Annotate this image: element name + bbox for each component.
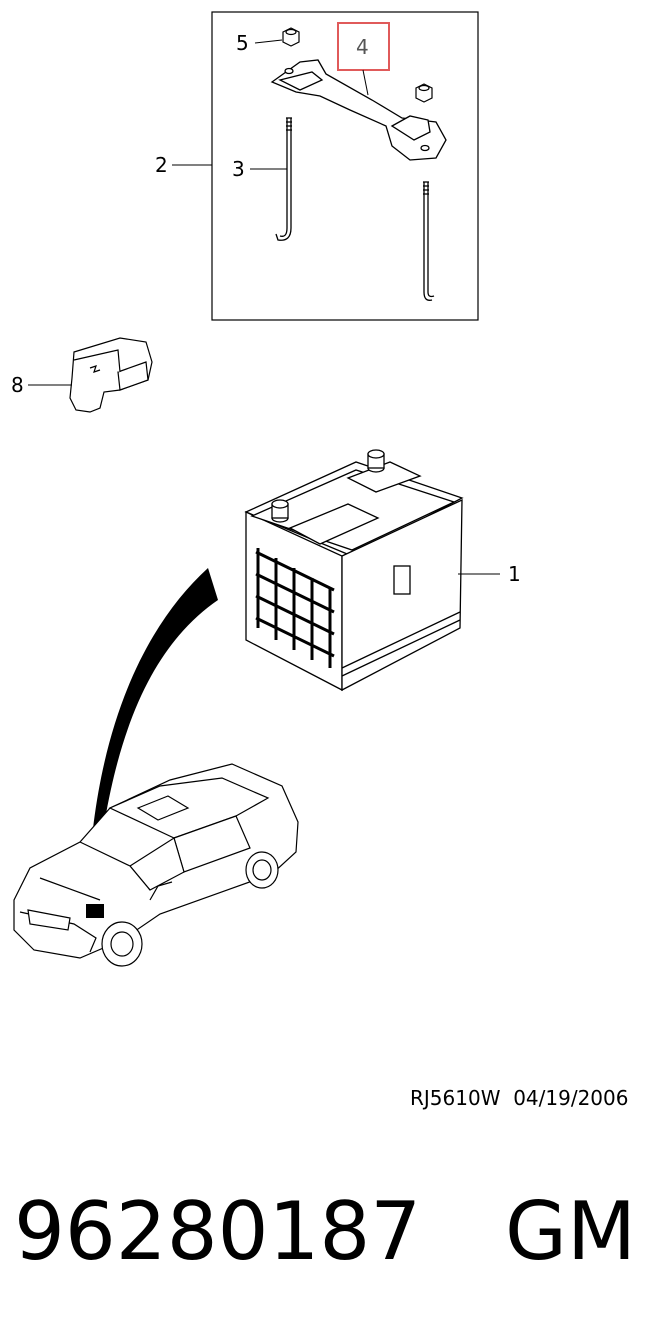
callout-4: 4: [356, 35, 369, 59]
j-bolt-right: [423, 181, 435, 301]
part-number: 96280187: [14, 1185, 422, 1278]
hold-down-bracket: [270, 59, 447, 161]
manufacturer-name: GM: [505, 1185, 637, 1278]
nut-icon: [415, 83, 433, 103]
callout-5: 5: [236, 31, 249, 55]
callout-2: 2: [155, 153, 168, 177]
car-illustration: [13, 763, 299, 967]
terminal-cover: [69, 337, 153, 413]
reference-code: RJ5610W 04/19/2006: [410, 1086, 628, 1110]
callout-3: 3: [232, 157, 245, 181]
nut-icon: [282, 27, 300, 47]
reference-date: 04/19/2006: [513, 1086, 629, 1110]
location-pointer: [88, 568, 218, 900]
battery: [244, 449, 464, 692]
j-bolt-left: [275, 117, 292, 241]
battery-vent-grid: [255, 548, 335, 668]
callout-8: 8: [11, 373, 24, 397]
callout-4-highlight: [337, 22, 390, 71]
battery-location-marker: [86, 904, 104, 918]
inset-frame: [211, 11, 479, 321]
callout-1: 1: [508, 562, 521, 586]
reference-id: RJ5610W: [410, 1086, 501, 1110]
